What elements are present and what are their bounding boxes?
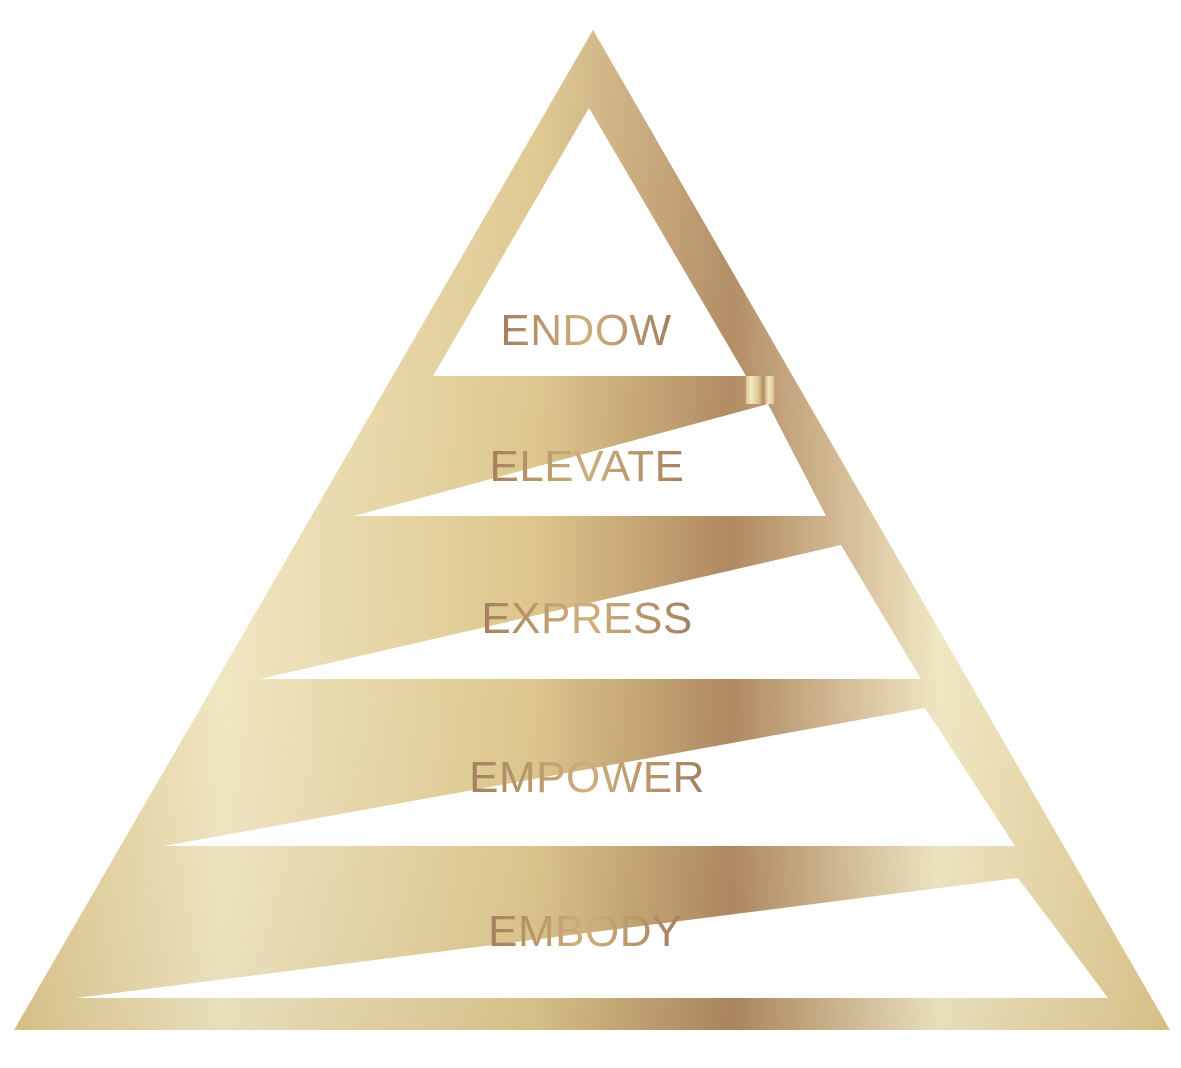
tier-label-embody: EMBODY	[488, 907, 682, 956]
tier-label-express: EXPRESS	[481, 594, 692, 643]
tier-label-endow: ENDOW	[500, 306, 671, 355]
tier-label-elevate: ELEVATE	[489, 442, 684, 491]
pyramid-sheen	[14, 30, 1170, 1030]
tier-label-empower: EMPOWER	[469, 753, 705, 802]
band-notch	[746, 376, 774, 404]
